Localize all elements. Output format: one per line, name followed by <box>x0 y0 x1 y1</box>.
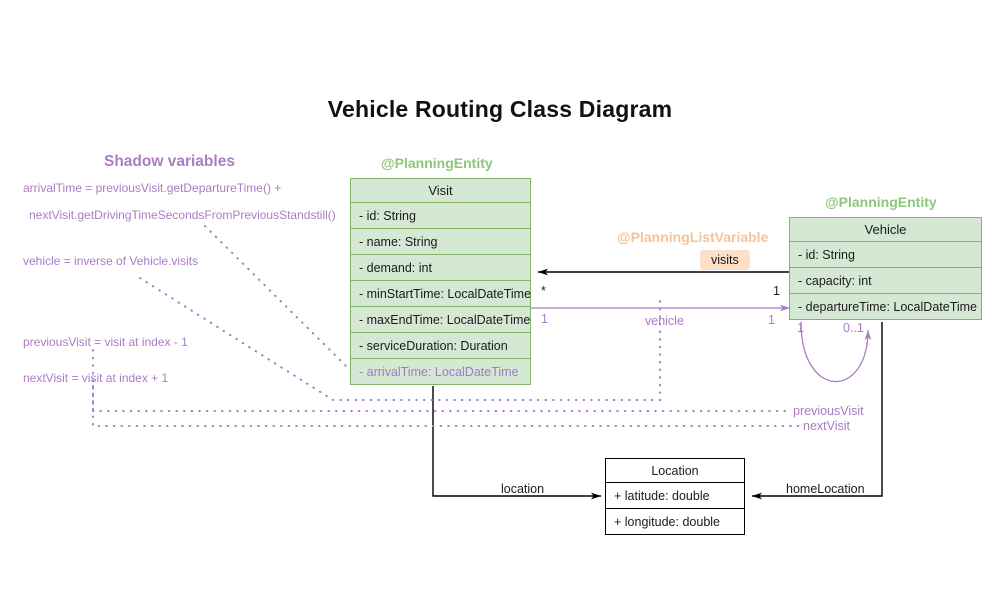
visit-attribute: - id: String <box>350 203 531 229</box>
shadow-link-label-next-visit: nextVisit <box>803 419 851 433</box>
class-box-location[interactable]: Location + latitude: double + longitude:… <box>605 458 745 535</box>
visit-attribute: - demand: int <box>350 255 531 281</box>
visit-attribute: - name: String <box>350 229 531 255</box>
location-class-name: Location <box>605 458 745 483</box>
edge-visits <box>538 255 796 276</box>
class-box-vehicle[interactable]: Vehicle - id: String - capacity: int - d… <box>789 217 982 320</box>
vehicle-attribute: - departureTime: LocalDateTime <box>789 294 982 320</box>
vehicle-attribute: - id: String <box>789 242 982 268</box>
page-title: Vehicle Routing Class Diagram <box>327 96 673 122</box>
edge-location <box>432 386 601 500</box>
vehicle-target-multiplicity: 1 <box>768 313 775 327</box>
location-edge-label: location <box>501 482 545 496</box>
visit-attribute: - maxEndTime: LocalDateTime <box>350 307 531 333</box>
vehicle-stereotype: @PlanningEntity <box>825 194 937 210</box>
vehicle-source-multiplicity: 1 <box>541 312 548 326</box>
planning-list-variable-stereotype: @PlanningListVariable <box>617 229 769 245</box>
location-attribute: + longitude: double <box>605 509 745 535</box>
shadow-variables-title: Shadow variables <box>104 153 235 170</box>
visit-shadow-attribute: - arrivalTime: LocalDateTime <box>350 359 531 385</box>
visit-stereotype: @PlanningEntity <box>381 155 493 171</box>
vehicle-edge-label: vehicle <box>645 314 684 328</box>
class-box-visit[interactable]: Visit - id: String - name: String - dema… <box>350 178 531 385</box>
visit-attribute: - minStartTime: LocalDateTime <box>350 281 531 307</box>
vehicle-class-name: Vehicle <box>789 217 982 242</box>
vehicle-attribute: - capacity: int <box>789 268 982 294</box>
shadow-link-label-previous-visit: previousVisit <box>793 404 864 418</box>
shadow-link-arrival-time <box>204 225 353 373</box>
self-loop-source-multiplicity: 1 <box>797 321 804 335</box>
visits-badge: visits <box>700 250 750 270</box>
shadow-variable-line: nextVisit.getDrivingTimeSecondsFromPrevi… <box>29 208 336 222</box>
shadow-variable-line: arrivalTime = previousVisit.getDeparture… <box>23 181 282 195</box>
shadow-variable-line: previousVisit = visit at index - 1 <box>23 335 188 349</box>
shadow-link-next-visit <box>92 385 801 427</box>
visit-attribute: - serviceDuration: Duration <box>350 333 531 359</box>
visits-target-multiplicity: * <box>541 284 546 298</box>
shadow-variable-line: vehicle = inverse of Vehicle.visits <box>23 254 199 268</box>
visits-source-multiplicity: 1 <box>773 284 780 298</box>
home-location-edge-label: homeLocation <box>786 482 865 496</box>
visit-class-name: Visit <box>350 178 531 203</box>
self-loop-target-multiplicity: 0..1 <box>843 321 864 335</box>
location-attribute: + latitude: double <box>605 483 745 509</box>
shadow-variable-line: nextVisit = visit at index + 1 <box>23 371 169 385</box>
